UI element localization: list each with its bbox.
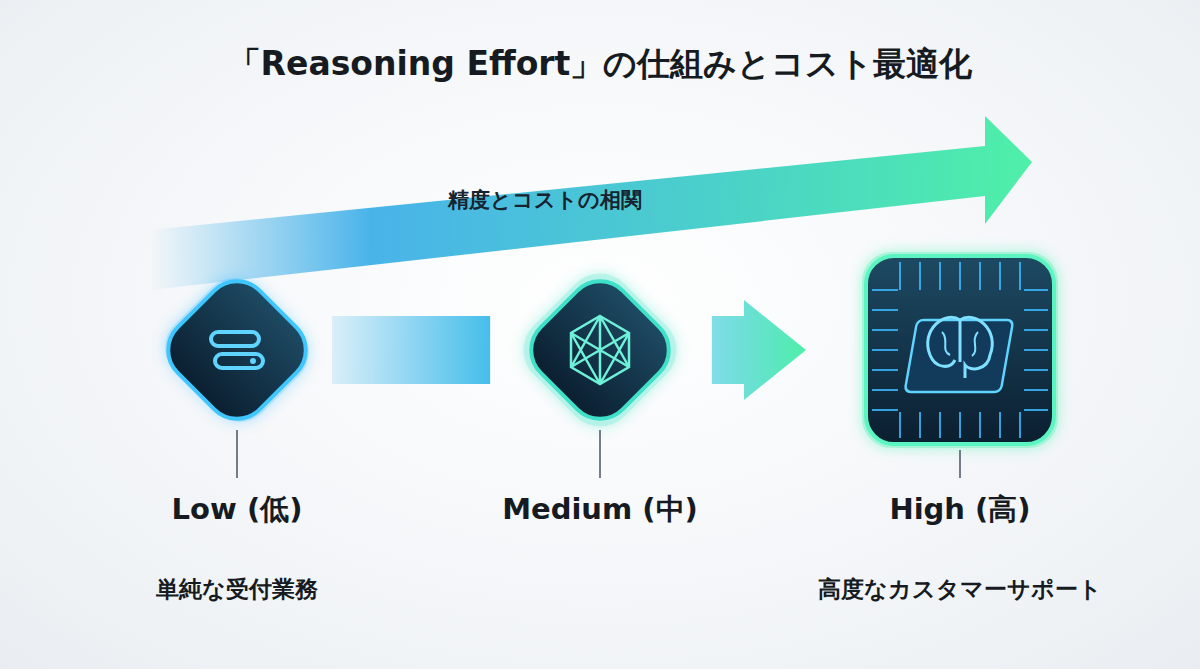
- effort-level: Medium (中): [494, 250, 706, 530]
- use-case: 高度なカスタマーサポート: [818, 574, 1102, 605]
- flow-arrow: [332, 316, 490, 384]
- medium-icon: [509, 259, 690, 440]
- arrow-label: 精度とコストの相関: [448, 186, 642, 214]
- leader-lines: [237, 430, 960, 478]
- effort-level: Low (低) 単純な受付業務: [148, 250, 326, 605]
- use-case: 単純な受付業務: [156, 574, 318, 605]
- high-icon: [862, 252, 1058, 448]
- effort-level: High (高) 高度なカスタマーサポート: [810, 250, 1110, 605]
- level-name: Low (低): [172, 490, 303, 530]
- low-icon: [152, 265, 323, 436]
- level-name: High (高): [889, 490, 1030, 530]
- flow-arrow: [712, 300, 806, 400]
- title: 「Reasoning Effort」の仕組みとコスト最適化: [0, 42, 1200, 87]
- level-name: Medium (中): [502, 490, 698, 530]
